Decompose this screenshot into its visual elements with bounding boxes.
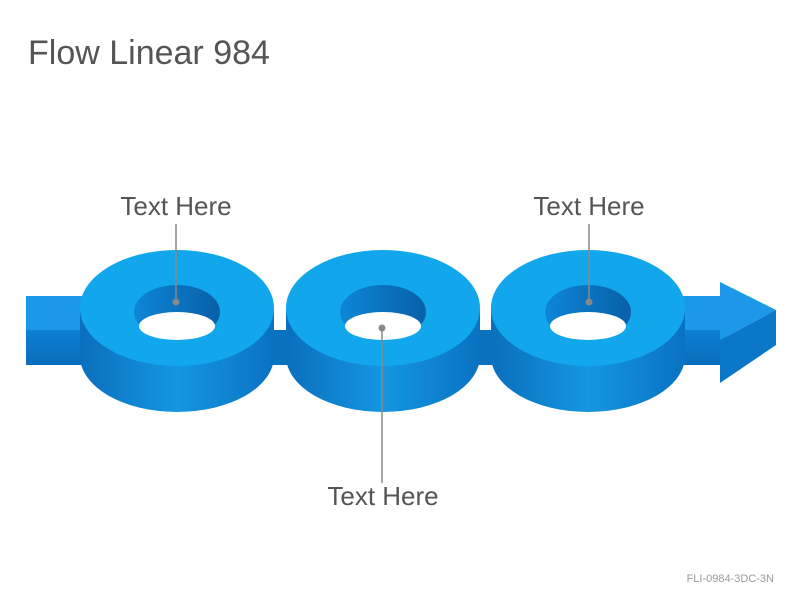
connector-2: [378, 324, 386, 483]
arrow-shaft-gap-2: [477, 330, 495, 365]
ring-1: [80, 250, 274, 412]
ring-3-hole-floor: [550, 312, 626, 340]
step-label-3: Text Here: [533, 191, 645, 221]
step-label-1: Text Here: [120, 191, 232, 221]
arrow-shaft-gap-1: [271, 330, 289, 365]
connector-1: [172, 224, 180, 306]
page-title: Flow Linear 984: [28, 34, 270, 72]
connector-3: [585, 224, 593, 306]
step-label-2: Text Here: [327, 481, 439, 511]
slide-code: FLI-0984-3DC-3N: [686, 573, 774, 585]
ring-3: [491, 250, 685, 412]
arrow-head-side: [720, 310, 776, 383]
arrow-head-top: [720, 282, 776, 340]
ring-1-hole-floor: [139, 312, 215, 340]
